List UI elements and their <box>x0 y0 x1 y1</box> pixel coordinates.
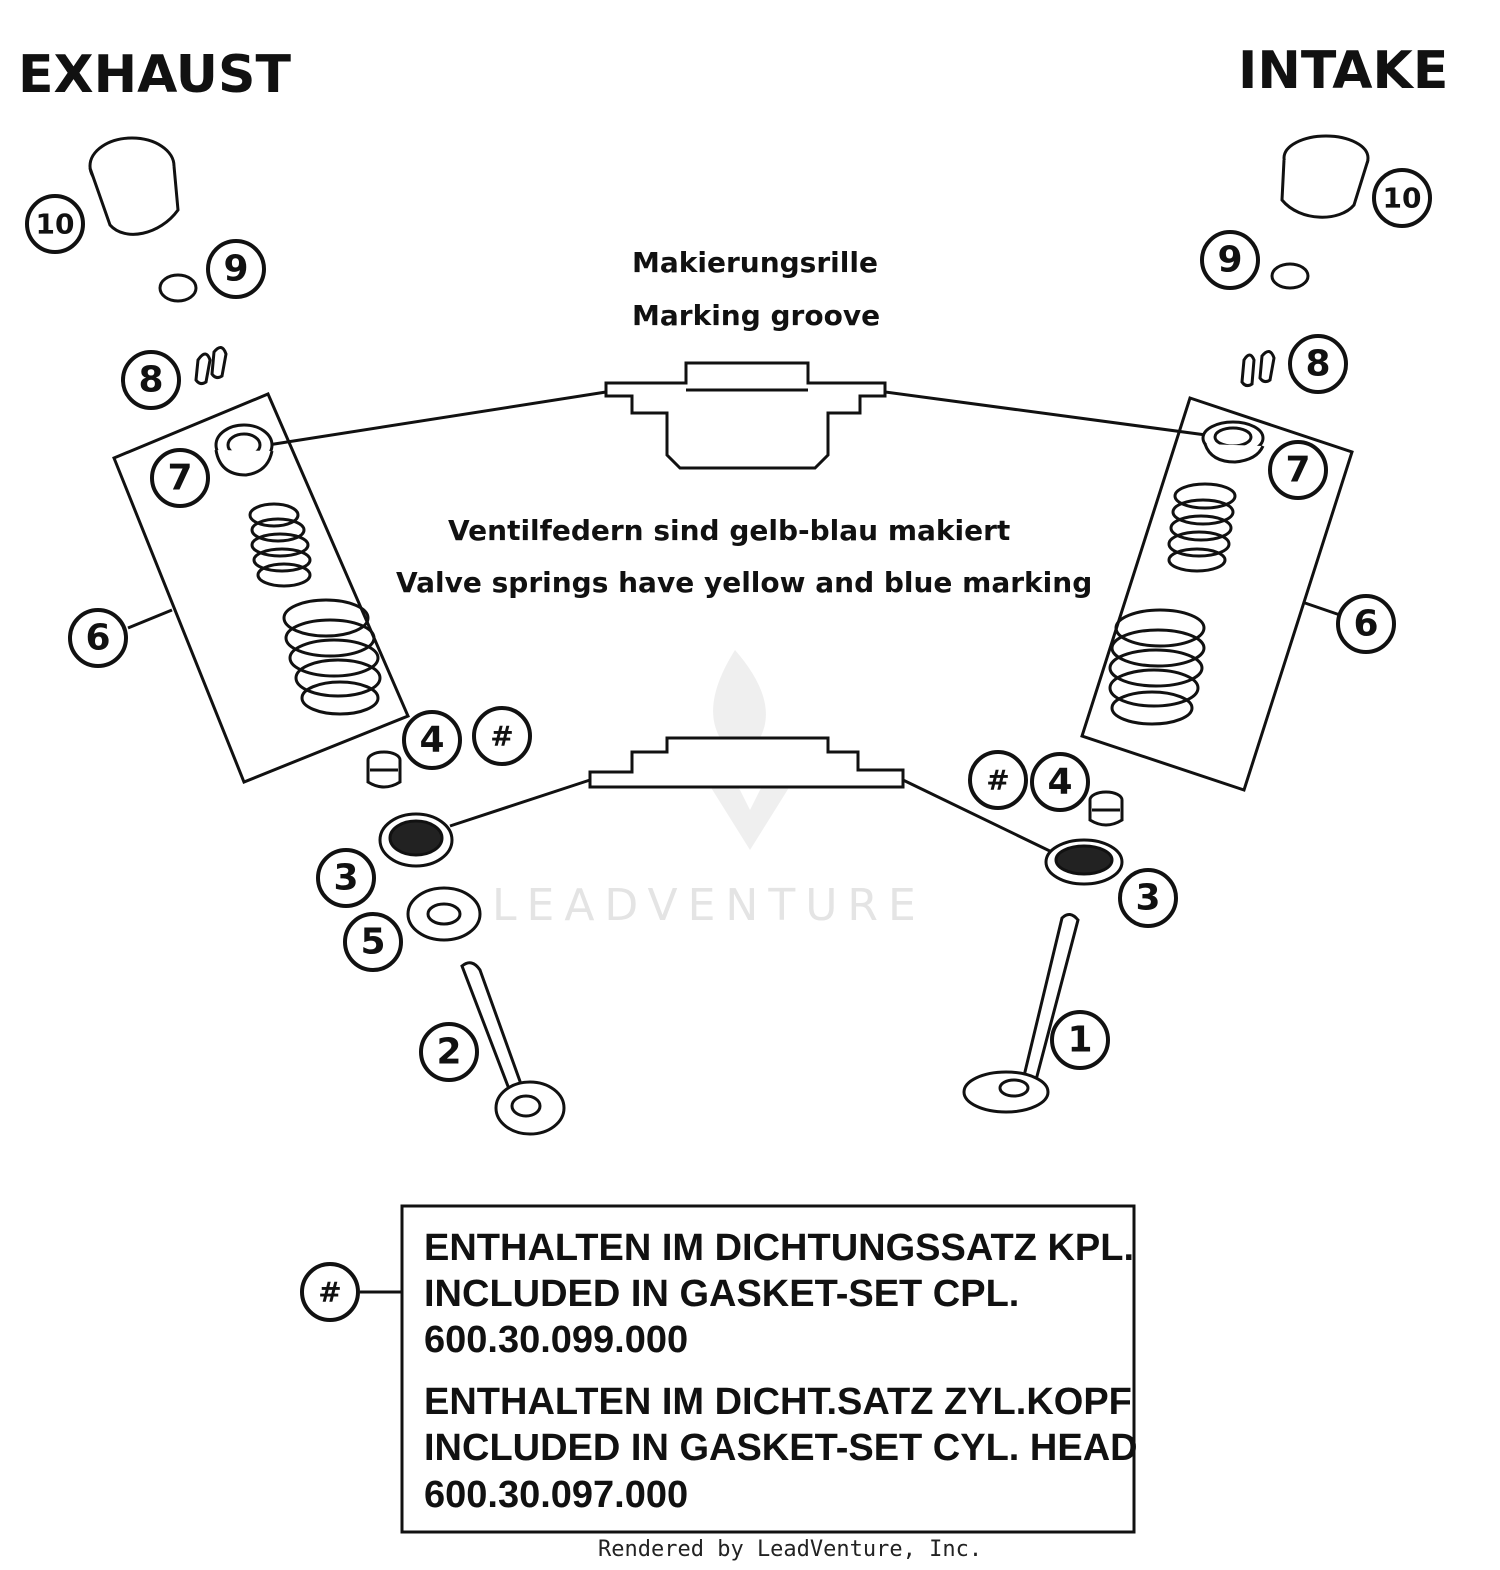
callout-1: 1 <box>1067 1020 1092 1061</box>
intake-title: INTAKE <box>1238 41 1448 101</box>
inner-spring-exhaust <box>248 502 312 588</box>
seal-detail <box>588 736 905 789</box>
callout-5: 5 <box>360 922 385 963</box>
stem-seal-exhaust <box>366 750 402 789</box>
spring-retainer-exhaust <box>214 423 274 477</box>
callout-10-intake: 10 <box>1383 182 1422 215</box>
callout-4-exhaust: 4 <box>419 720 444 761</box>
exhaust-parts <box>88 136 566 1136</box>
watermark: LEADVENTURE <box>492 650 926 931</box>
marking-groove-de: Makierungsrille <box>632 246 878 279</box>
washer-exhaust <box>406 886 482 942</box>
callout-3-intake: 3 <box>1135 878 1160 919</box>
shim-exhaust <box>158 273 198 303</box>
callout-hash-intake: # <box>986 764 1009 797</box>
callout-8-exhaust: 8 <box>138 360 163 401</box>
collets-exhaust <box>194 346 228 386</box>
callout-9-intake: 9 <box>1217 240 1242 281</box>
callout-9-exhaust: 9 <box>223 249 248 290</box>
callout-4-intake: 4 <box>1047 762 1072 803</box>
seal-ring-exhaust <box>378 812 454 868</box>
callout-6-exhaust: 6 <box>85 618 110 659</box>
callout-8-intake: 8 <box>1305 344 1330 385</box>
retainer-detail <box>604 361 887 470</box>
shim-intake <box>1270 262 1310 290</box>
callout-hash-exhaust: # <box>490 720 513 753</box>
outer-spring-intake <box>1108 608 1206 726</box>
callout-6-intake: 6 <box>1353 604 1378 645</box>
legend-line-3: ENTHALTEN IM DICHT.SATZ ZYL.KOPF <box>424 1381 1132 1423</box>
leader-lines <box>127 390 1341 1294</box>
footer-credit: Rendered by LeadVenture, Inc. <box>598 1537 982 1562</box>
spring-note-de: Ventilfedern sind gelb-blau makiert <box>448 514 1010 547</box>
intake-valve <box>962 913 1080 1114</box>
marking-groove-en: Marking groove <box>632 299 880 332</box>
spring-note-en: Valve springs have yellow and blue marki… <box>396 566 1092 599</box>
collets-intake <box>1240 350 1276 388</box>
legend-line-2: INCLUDED IN GASKET-SET CPL. <box>424 1273 1019 1315</box>
watermark-text: LEADVENTURE <box>492 880 926 931</box>
callout-circles <box>25 168 1432 1322</box>
legend-symbol: # <box>318 1276 341 1309</box>
stem-seal-intake <box>1088 790 1124 827</box>
inner-spring-intake <box>1167 482 1237 573</box>
callout-7-intake: 7 <box>1285 450 1310 491</box>
callout-labels: 10 9 8 7 6 4 # 3 5 2 10 9 8 7 6 # 4 3 1 … <box>36 182 1422 1309</box>
outer-spring-exhaust <box>282 598 382 716</box>
exhaust-title: EXHAUST <box>18 45 291 105</box>
callout-3-exhaust: 3 <box>333 858 358 899</box>
legend-line-4: INCLUDED IN GASKET-SET CYL. HEAD <box>424 1427 1138 1469</box>
spring-retainer-intake <box>1201 420 1265 464</box>
callout-10-exhaust: 10 <box>36 208 75 241</box>
intake-parts <box>962 134 1370 1114</box>
callout-7-exhaust: 7 <box>167 458 192 499</box>
callout-2: 2 <box>436 1032 461 1073</box>
legend-box: ENTHALTEN IM DICHTUNGSSATZ KPL. INCLUDED… <box>400 1204 1138 1534</box>
exhaust-valve <box>460 961 566 1136</box>
bucket-tappet-exhaust <box>88 136 180 236</box>
bucket-tappet-intake <box>1280 134 1370 219</box>
legend-line-1: ENTHALTEN IM DICHTUNGSSATZ KPL. <box>424 1227 1134 1269</box>
legend-part-number-2: 600.30.097.000 <box>424 1474 688 1516</box>
spring-box-exhaust <box>112 392 410 784</box>
legend-part-number-1: 600.30.099.000 <box>424 1319 688 1361</box>
seal-ring-intake <box>1044 838 1124 886</box>
